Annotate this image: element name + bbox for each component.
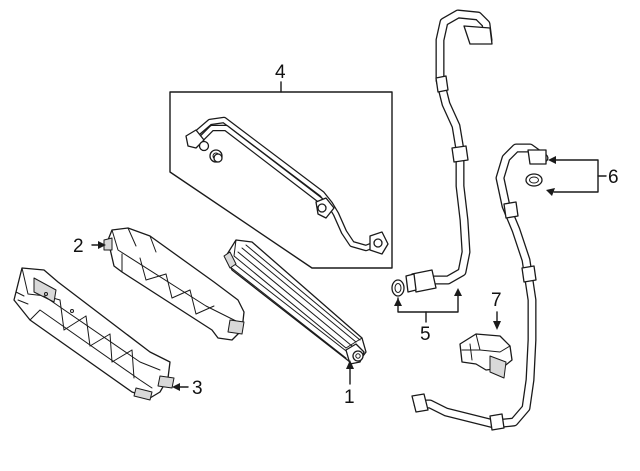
callout-4: 4 <box>275 62 286 83</box>
part-4-bracket-box <box>169 91 393 269</box>
callout-5: 5 <box>420 324 431 345</box>
part-7-bracket[interactable] <box>459 333 513 379</box>
part-2-upper-air-guide[interactable] <box>103 227 245 341</box>
leader-lines <box>91 81 607 391</box>
callout-7: 7 <box>491 290 502 311</box>
callout-2: 2 <box>73 236 84 257</box>
part-5-hose-assembly[interactable] <box>391 9 493 297</box>
callout-1: 1 <box>344 387 355 408</box>
part-6-hose-assembly[interactable] <box>411 143 549 431</box>
part-4-oil-line-kit[interactable] <box>169 91 393 269</box>
part-1-oil-cooler[interactable] <box>223 239 367 365</box>
part-3-lower-deflector[interactable] <box>13 267 175 401</box>
callout-3: 3 <box>192 378 203 399</box>
callout-6: 6 <box>608 167 619 188</box>
callout-labels: 1 2 3 4 5 6 7 <box>73 62 619 408</box>
